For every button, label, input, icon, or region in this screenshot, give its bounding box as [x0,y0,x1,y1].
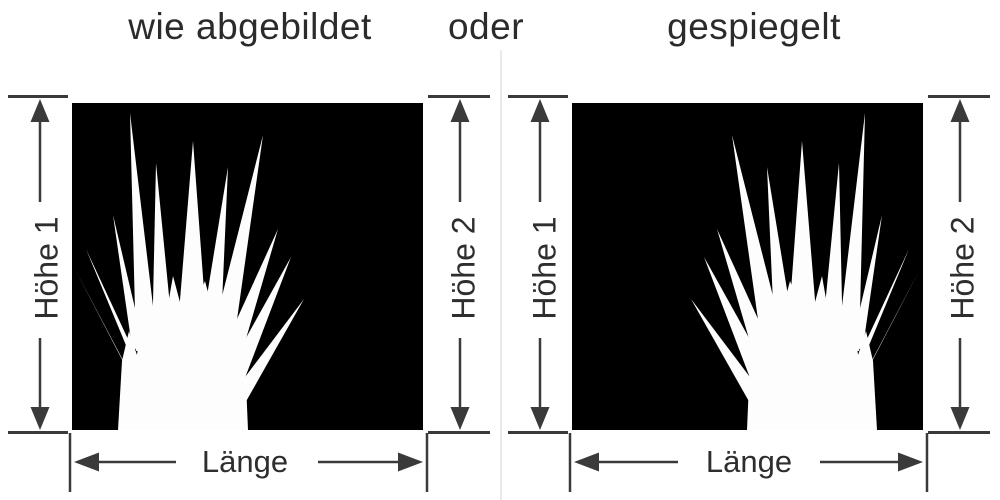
height1-label-panel2: Höhe 1 [526,216,563,320]
length-label-panel2: Länge [705,444,793,479]
height1-label-panel1: Höhe 1 [28,216,65,320]
arrow-up-icon [30,99,50,122]
grass-shape [76,113,304,430]
grass-silhouette [76,113,304,430]
arrow-down-icon [530,407,550,430]
arrow-up-icon [450,99,470,122]
height2-label-panel2: Höhe 2 [944,216,981,320]
arrow-left-icon [74,452,99,472]
arrow-right-icon [898,452,923,472]
arrow-down-icon [450,407,470,430]
artwork-panel2-mirrored [572,103,923,430]
arrow-up-icon [950,99,970,122]
variant-title-mirrored: gespiegelt [667,6,841,47]
variant-connector-or: oder [447,6,525,47]
arrow-left-icon [574,452,599,472]
panel-divider [500,50,502,500]
arrow-right-icon [398,452,423,472]
arrow-down-icon [950,407,970,430]
artwork-panel1-as-shown [72,103,423,430]
arrow-up-icon [530,99,550,122]
arrow-down-icon [30,407,50,430]
variant-title-as-shown: wie abgebildet [128,6,372,47]
length-label-panel1: Länge [201,444,289,479]
grass-silhouette-mirrored [691,113,919,430]
height2-label-panel1: Höhe 2 [445,216,482,320]
